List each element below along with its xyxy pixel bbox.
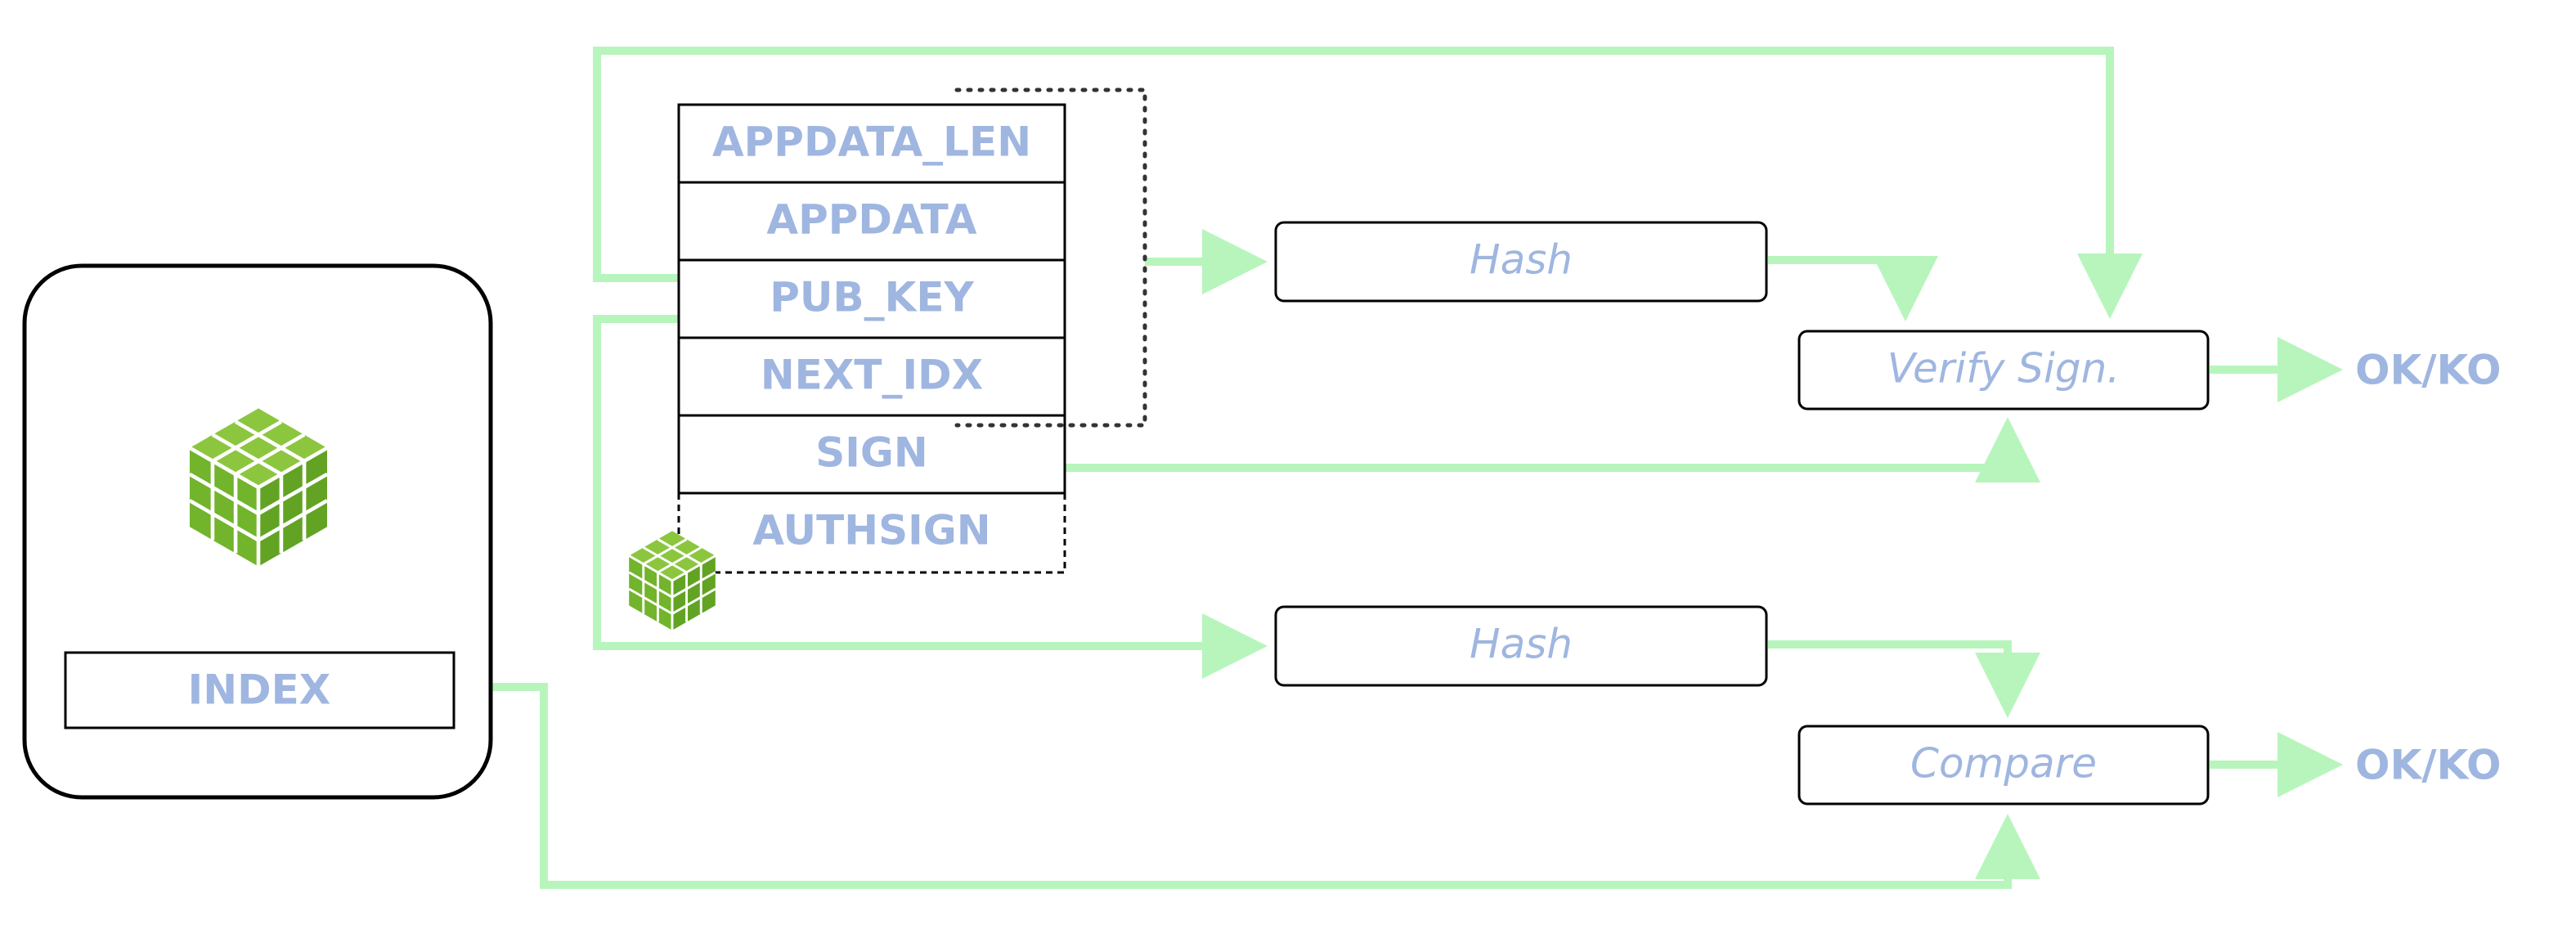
verify-sign-label: Verify Sign. (1887, 345, 2120, 393)
hash-top-label: Hash (1470, 236, 1573, 284)
field-box-authsign (677, 493, 1066, 574)
connector-pubkey-to-hash-bottom (593, 315, 1268, 679)
field-label-next-idx: NEXT_IDX (761, 352, 983, 399)
connector-hash-to-compare (1768, 640, 2040, 718)
field-box-pub-key (677, 258, 1066, 339)
hash-bottom-box (1274, 605, 1768, 687)
field-box-next-idx (677, 336, 1066, 417)
compare-box (1797, 725, 2210, 806)
compare-result-label: OK/KO (2355, 742, 2502, 789)
connector-sign-to-verify (1065, 417, 2040, 482)
hashed-fields-bracket (954, 88, 1147, 428)
field-box-appdata-len (677, 103, 1066, 184)
connector-hash-to-verify (1768, 256, 1938, 321)
index-box (64, 651, 456, 729)
field-label-appdata-len: APPDATA_LEN (712, 119, 1031, 166)
verify-sign-box (1797, 330, 2210, 411)
field-box-appdata (677, 181, 1066, 262)
field-box-sign (677, 414, 1066, 495)
connectors (454, 47, 2343, 889)
verify-result-label: OK/KO (2355, 347, 2502, 394)
field-label-sign: SIGN (815, 429, 928, 477)
field-label-appdata: APPDATA (766, 196, 977, 244)
field-label-authsign: AUTHSIGN (752, 507, 990, 554)
compare-label: Compare (1910, 740, 2097, 788)
connector-index-to-compare (454, 683, 2040, 889)
hash-top-box (1274, 221, 1768, 303)
connector-pubkey-to-verify (593, 47, 2143, 319)
green-cube-icon (628, 531, 716, 631)
field-label-pub-key: PUB_KEY (770, 274, 974, 321)
index-label: INDEX (188, 666, 331, 714)
data-record: APPDATA_LEN APPDATA PUB_KEY NEXT_IDX SIG… (677, 103, 1066, 574)
hash-bottom-label: Hash (1470, 621, 1573, 668)
